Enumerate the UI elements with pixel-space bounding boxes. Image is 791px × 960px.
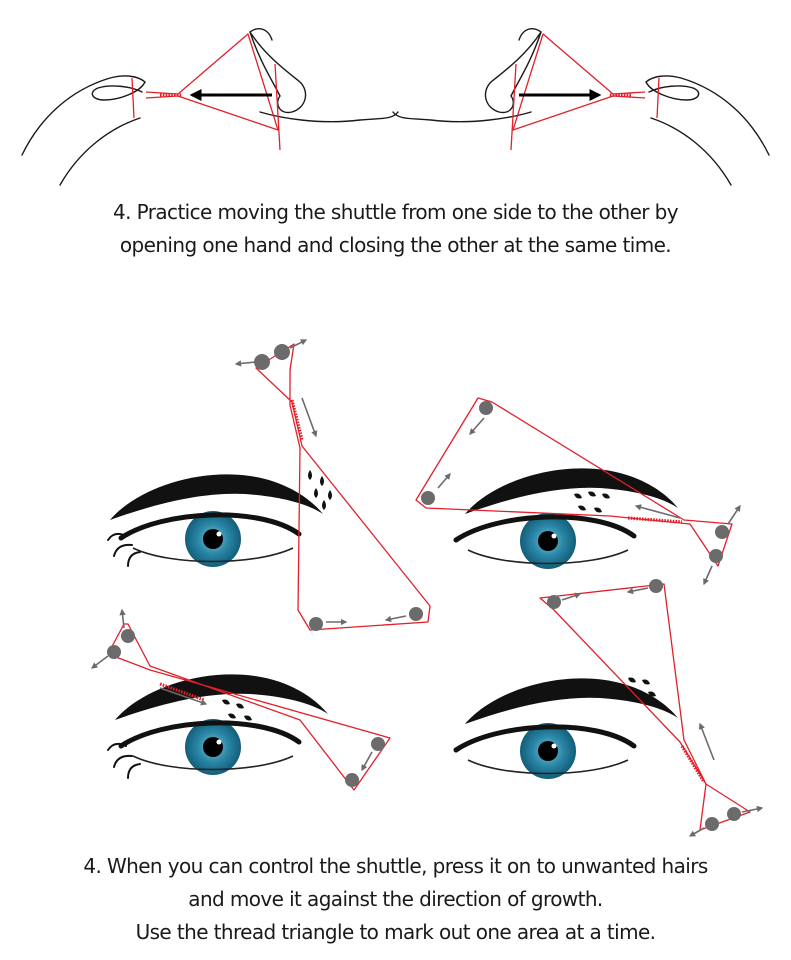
caption-line: 4. Practice moving the shuttle from one … [113, 200, 679, 224]
step-caption-practice: 4. Practice moving the shuttle from one … [0, 196, 791, 262]
eye-panel-brow-tail [415, 397, 741, 586]
caption-line: Use the thread triangle to mark out one … [135, 920, 656, 944]
eyebrow-icon [115, 674, 328, 720]
hair-tufts [308, 470, 332, 510]
lashes [107, 742, 141, 779]
eyebrow-icon [465, 678, 678, 724]
hand-right-icon [392, 28, 770, 186]
eye-icon [456, 723, 634, 779]
hair-tufts [628, 677, 656, 697]
eye-icon [121, 511, 299, 567]
right-hand-diagram [392, 28, 770, 186]
eye-panel-inner-brow [107, 339, 431, 631]
hand-left-icon [21, 28, 399, 186]
caption-line: opening one hand and closing the other a… [119, 233, 672, 257]
eyebrow-icon [465, 468, 678, 514]
eye-icon [456, 513, 634, 569]
left-hand-diagram [21, 28, 399, 186]
hair-tufts [574, 491, 610, 513]
eye-panel-under-brow [90, 608, 391, 791]
hair-tufts [222, 699, 252, 721]
eye-panel-above-brow [456, 579, 764, 837]
eye-icon [121, 719, 299, 775]
lashes [107, 532, 141, 567]
caption-line: 4. When you can control the shuttle, pre… [83, 854, 708, 878]
caption-line: and move it against the direction of gro… [188, 887, 603, 911]
step-caption-control: 4. When you can control the shuttle, pre… [0, 850, 791, 949]
